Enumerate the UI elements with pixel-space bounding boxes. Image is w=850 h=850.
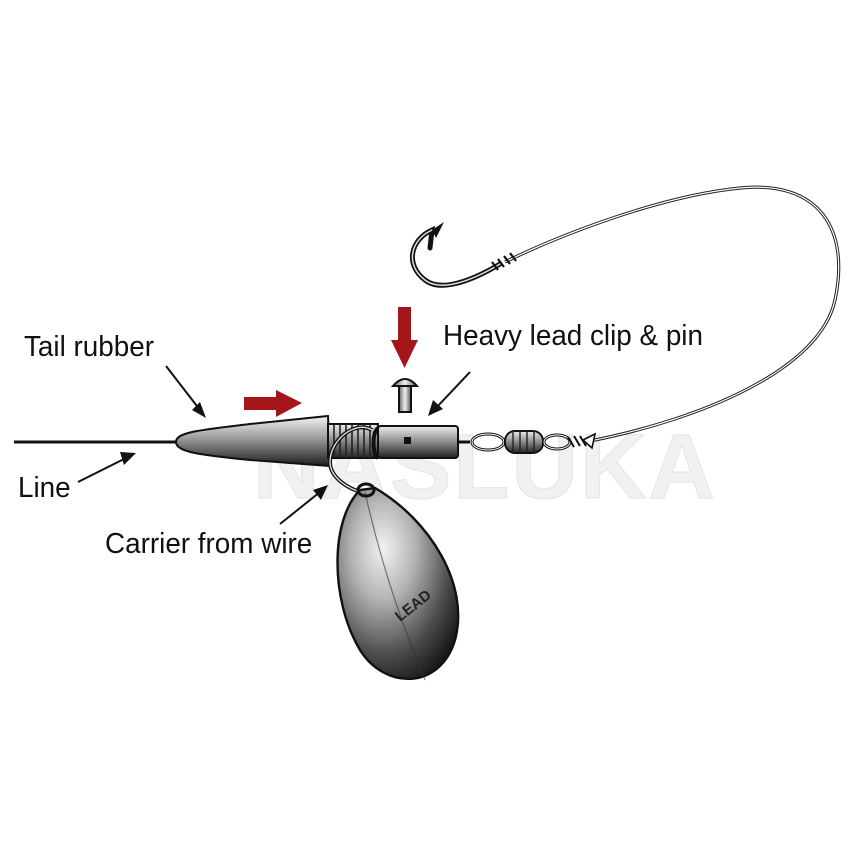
- lead-weight: LEAD: [336, 482, 460, 681]
- tail-rubber: [174, 414, 332, 468]
- red-arrow-right-icon: [244, 390, 302, 417]
- red-arrow-down-icon: [391, 307, 418, 368]
- carrier-label: Carrier from wire: [105, 528, 313, 560]
- carrier-pointer: [279, 485, 328, 525]
- line-label: Line: [18, 472, 71, 504]
- lead-clip: [371, 425, 459, 460]
- line-pointer: [77, 452, 136, 483]
- clip-pin-pointer: [428, 371, 471, 416]
- hook: [409, 222, 517, 288]
- tail-rubber-label: Tail rubber: [24, 331, 154, 363]
- lead-clip-label: Heavy lead clip & pin: [443, 320, 703, 352]
- swivel: [504, 430, 597, 454]
- tail-rubber-pointer: [165, 365, 206, 418]
- clip-pin: [390, 378, 420, 413]
- leader-line: [504, 185, 841, 444]
